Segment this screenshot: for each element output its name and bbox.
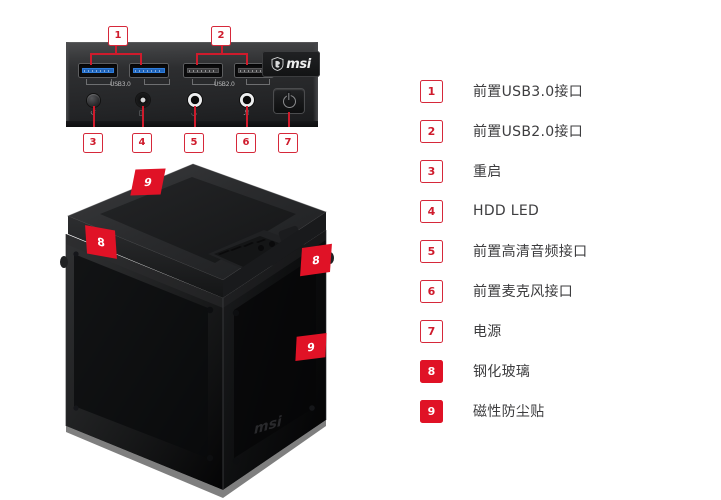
msi-brand-plaque: msi	[262, 51, 320, 77]
legend-badge-3: 3	[420, 159, 443, 183]
legend-item-4[interactable]: 4 HDD LED	[420, 191, 670, 231]
leader-hdd	[142, 106, 144, 127]
legend-item-1[interactable]: 1 前置USB3.0接口	[420, 71, 670, 111]
legend-badge-5: 5	[420, 239, 443, 263]
legend-label-2: 前置USB2.0接口	[473, 124, 584, 140]
leader-usb3-right	[140, 53, 142, 65]
usb3-bracket-left	[86, 79, 112, 85]
legend-item-5[interactable]: 5 前置高清音频接口	[420, 231, 670, 271]
usb3-tongue	[82, 68, 114, 73]
callout-badge-1[interactable]: 1	[108, 26, 128, 46]
usb-pins	[240, 69, 268, 72]
legend-item-8[interactable]: 8 钢化玻璃	[420, 351, 670, 391]
usb3-bracket-right	[144, 79, 170, 85]
power-icon	[282, 94, 296, 108]
usb2-caption: USB2.0	[214, 81, 235, 88]
callout-badge-5[interactable]: 5	[184, 133, 204, 153]
legend-item-7[interactable]: 7 电源	[420, 311, 670, 351]
usb2-bracket-left	[192, 79, 216, 85]
legend-badge-8: 8	[420, 359, 443, 383]
case-badge-9-right[interactable]: 9	[295, 333, 327, 361]
callout-badge-4[interactable]: 4	[132, 133, 152, 153]
usb2-port-1[interactable]	[184, 64, 222, 77]
audio-jack[interactable]	[188, 93, 202, 107]
leader-audio	[194, 106, 196, 127]
callout-badge-3[interactable]: 3	[83, 133, 103, 153]
legend-label-6: 前置麦克风接口	[473, 284, 574, 300]
msi-wordmark: msi	[286, 56, 311, 72]
legend-label-1: 前置USB3.0接口	[473, 84, 584, 100]
leader-usb2-left	[196, 53, 198, 65]
legend-badge-9: 9	[420, 399, 443, 423]
reset-symbol-icon: ↺	[90, 110, 96, 117]
reset-button[interactable]	[87, 94, 100, 107]
leader-usb2-stem	[221, 44, 223, 54]
plate-bevel-right	[313, 42, 318, 122]
usb3-caption: USB3.0	[110, 81, 131, 88]
hdd-symbol-icon: ▯	[139, 109, 143, 117]
power-button[interactable]	[274, 89, 304, 113]
legend-item-2[interactable]: 2 前置USB2.0接口	[420, 111, 670, 151]
leader-usb3-left	[90, 53, 92, 65]
legend-label-4: HDD LED	[473, 203, 540, 219]
leader-power	[288, 112, 290, 127]
callout-badge-6[interactable]: 6	[236, 133, 256, 153]
leader-usb2-right	[246, 53, 248, 65]
legend-item-3[interactable]: 3 重启	[420, 151, 670, 191]
usb-pins	[189, 69, 217, 72]
usb-pins	[135, 69, 163, 72]
usb2-tongue	[238, 68, 270, 73]
usb2-bracket-right	[246, 79, 270, 85]
legend-badge-4: 4	[420, 199, 443, 223]
leader-mic	[246, 106, 248, 127]
usb3-tongue	[133, 68, 165, 73]
usb2-tongue	[187, 68, 219, 73]
io-panel-photo: USB3.0 USB2.0 ↺ ▯ ◡ ♬ ms	[66, 42, 320, 128]
legend-badge-1: 1	[420, 79, 443, 103]
case-badge-9-top[interactable]: 9	[130, 168, 166, 196]
usb3-port-1[interactable]	[79, 64, 117, 77]
callout-badge-2[interactable]: 2	[211, 26, 231, 46]
pc-case-photo: msi 9 8 8 9	[58, 158, 370, 498]
legend-label-3: 重启	[473, 164, 502, 180]
legend-label-7: 电源	[473, 324, 502, 340]
legend-list: 1 前置USB3.0接口 2 前置USB2.0接口 3 重启 4 HDD LED…	[420, 71, 670, 431]
leader-reset	[93, 106, 95, 127]
case-badge-8-right[interactable]: 8	[300, 243, 332, 277]
legend-label-9: 磁性防尘贴	[473, 404, 545, 420]
legend-badge-2: 2	[420, 119, 443, 143]
callout-badge-7[interactable]: 7	[278, 133, 298, 153]
mic-jack[interactable]	[240, 93, 254, 107]
plate-bevel-left	[66, 42, 70, 122]
case-badge-8-left[interactable]: 8	[85, 225, 117, 259]
msi-dragon-shield-icon	[271, 57, 284, 71]
leader-usb3-stem	[115, 44, 117, 54]
hdd-led	[136, 93, 150, 107]
legend-badge-7: 7	[420, 319, 443, 343]
legend-item-6[interactable]: 6 前置麦克风接口	[420, 271, 670, 311]
legend-label-5: 前置高清音频接口	[473, 244, 588, 260]
pc-case-illustration: msi	[60, 163, 334, 498]
legend-badge-6: 6	[420, 279, 443, 303]
legend-label-8: 钢化玻璃	[473, 364, 531, 380]
legend-item-9[interactable]: 9 磁性防尘贴	[420, 391, 670, 431]
usb3-port-2[interactable]	[130, 64, 168, 77]
usb-pins	[84, 69, 112, 72]
